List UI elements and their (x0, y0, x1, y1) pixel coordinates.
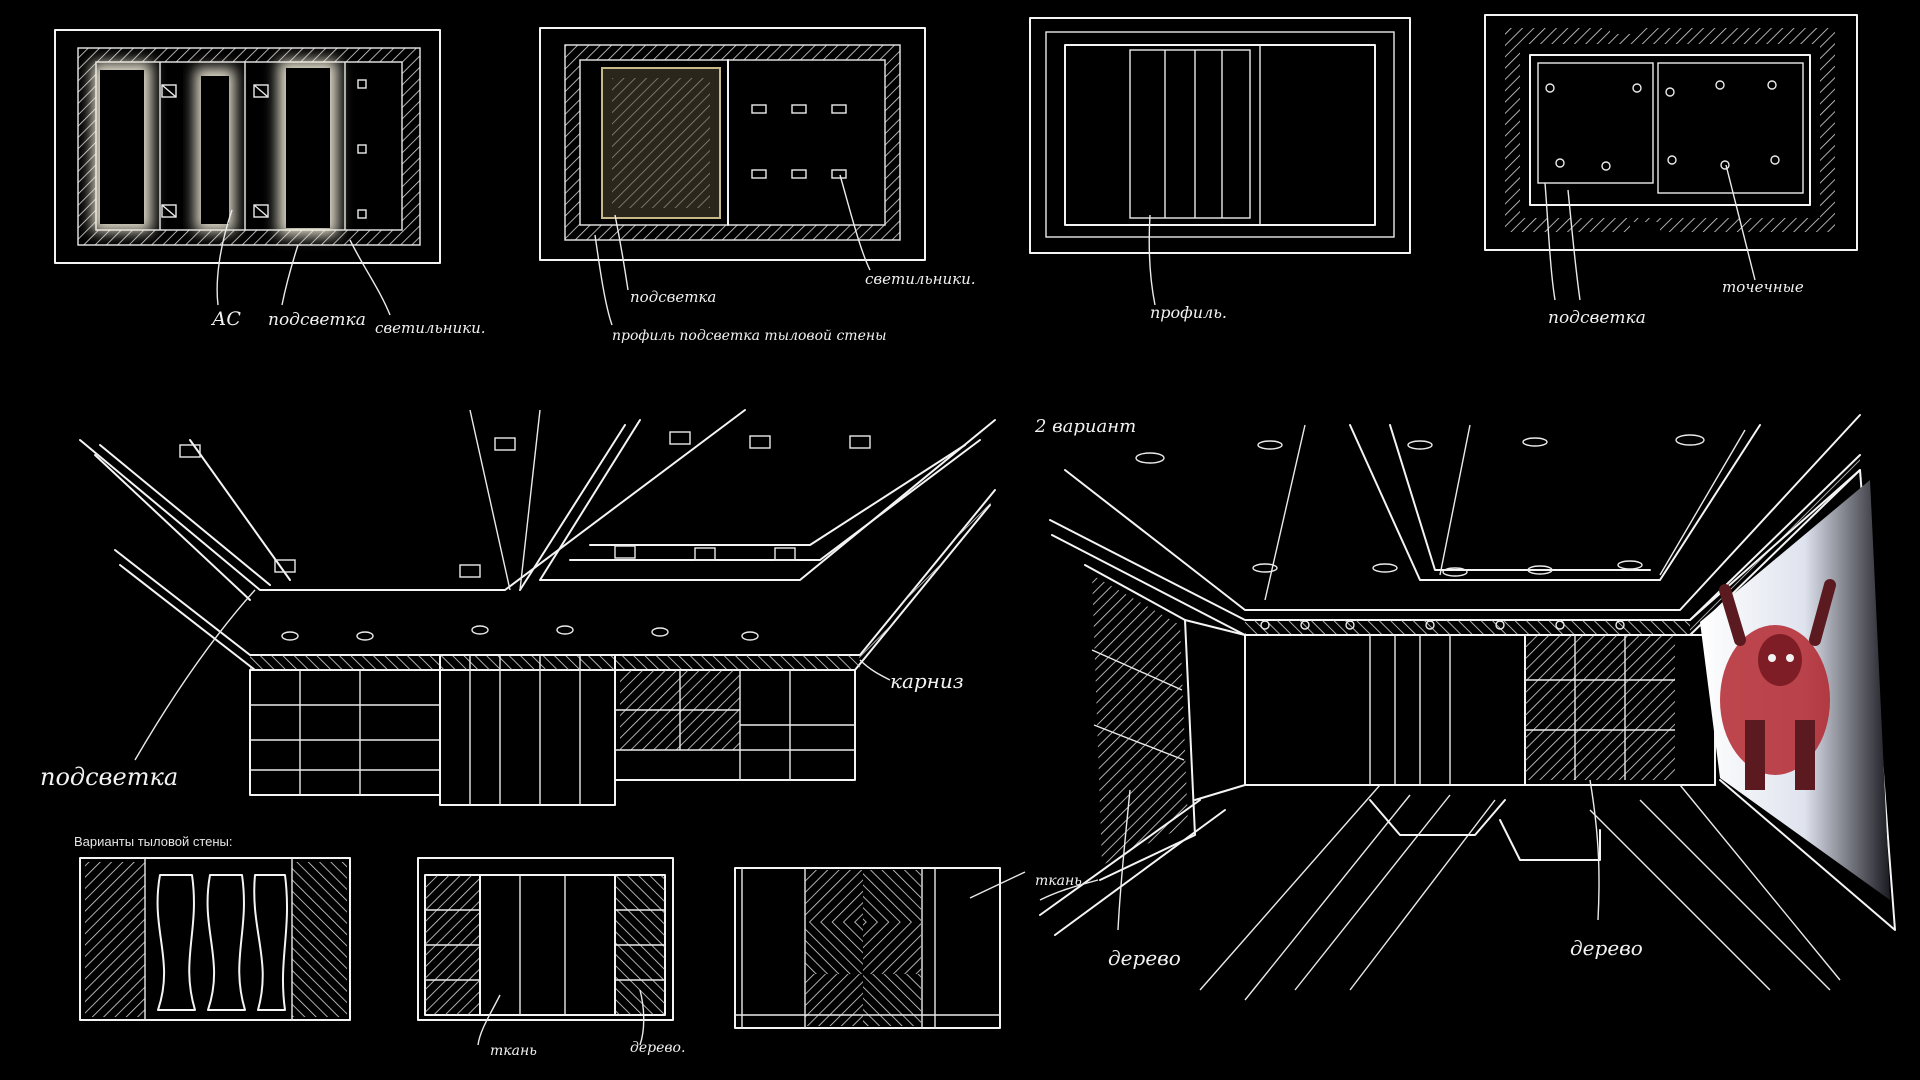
rear-wall-variants: Варианты тыловой стены: (74, 834, 1026, 1059)
label-backlight-4: подсветка (1548, 308, 1646, 328)
plan-4: подсветка точечные (1484, 14, 1858, 328)
point-lights (1545, 80, 1780, 171)
light-fixtures (161, 79, 367, 219)
ceiling-fixtures-right (1135, 434, 1705, 630)
ceiling-fixtures (179, 431, 871, 641)
label-rear-profile: профиль подсветка тыловой стены (612, 328, 886, 344)
label-fixtures: светильники. (375, 319, 486, 337)
light-fixtures-2 (751, 104, 847, 179)
plan-1: АС подсветка светильники. (54, 29, 486, 337)
label-point-lights: точечные (1722, 278, 1804, 296)
label-fixtures-2: светильники. (865, 270, 976, 288)
label-wood-left: дерево (1108, 946, 1181, 970)
label-backlight: подсветка (268, 310, 366, 330)
label-fabric-persp: ткань (1035, 873, 1082, 889)
label-ac: АС (210, 308, 241, 330)
label-wood-right: дерево (1570, 936, 1643, 960)
label-wood: дерево. (630, 1040, 685, 1056)
screen-figure (1719, 579, 1836, 790)
rear-wall-variant-1 (79, 857, 351, 1021)
perspective-left: подсветка карниз (40, 409, 996, 806)
glowing-panels (92, 60, 338, 236)
rear-wall-variant-2: ткань дерево. (417, 857, 685, 1059)
perspective-right: 2 вариант (1034, 414, 1896, 1001)
label-profile: профиль. (1150, 303, 1227, 322)
label-backlight-2: подсветка (630, 288, 716, 306)
label-fabric: ткань (490, 1043, 537, 1059)
plan-3: профиль. (1029, 17, 1411, 322)
plan-2: подсветка светильники. профиль подсветка… (539, 27, 976, 344)
rear-wall-variant-3 (734, 867, 1026, 1029)
rear-wall-caption: Варианты тыловой стены: (74, 834, 233, 849)
label-backlight-persp: подсветка (40, 763, 178, 791)
variant-title: 2 вариант (1034, 416, 1136, 437)
label-cornice: карниз (890, 669, 964, 693)
